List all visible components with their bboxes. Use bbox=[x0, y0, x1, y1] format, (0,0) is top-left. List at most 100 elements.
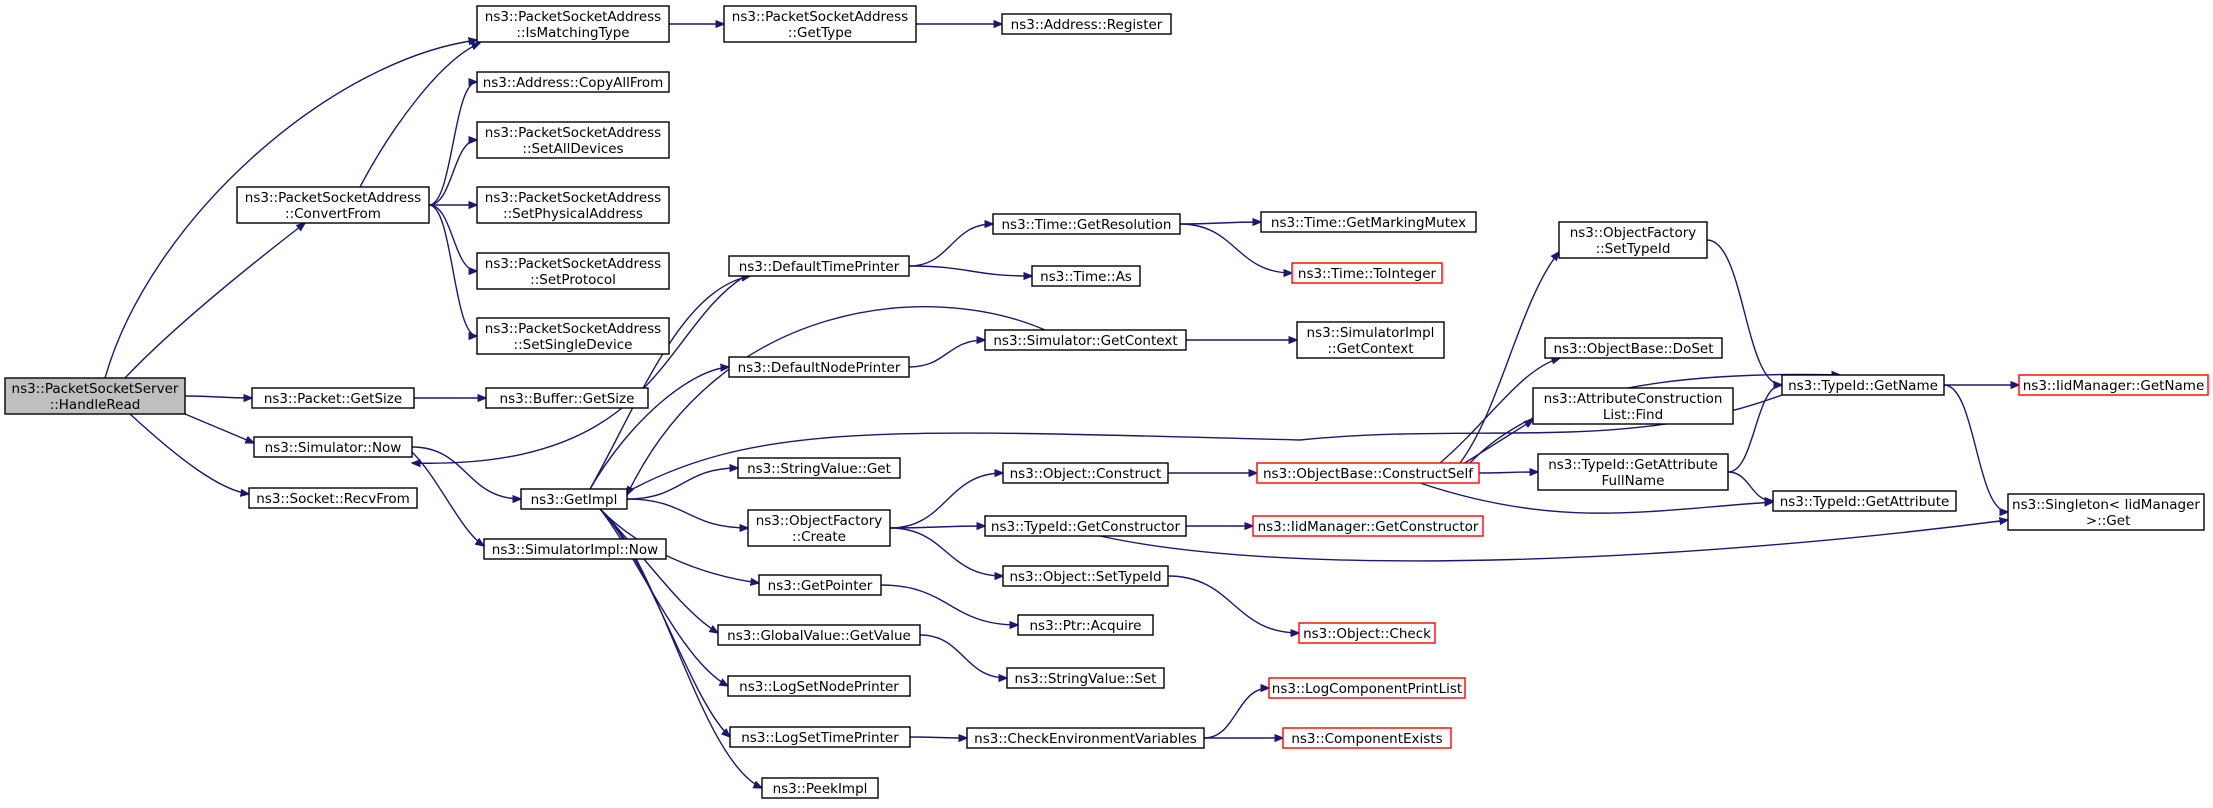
node-label: ns3::DefaultNodePrinter bbox=[738, 360, 901, 376]
node-box bbox=[1268, 677, 1466, 699]
node-objfactory-create[interactable]: ns3::ObjectFactory::Create bbox=[747, 509, 891, 547]
edge-handleread-to-packet-getsize bbox=[184, 396, 252, 398]
node-box bbox=[966, 727, 1205, 749]
node-sim-now[interactable]: ns3::Simulator::Now bbox=[253, 436, 413, 458]
node-setphysicaladdress[interactable]: ns3::PacketSocketAddress::SetPhysicalAdd… bbox=[476, 186, 670, 224]
node-logsettimeprinter[interactable]: ns3::LogSetTimePrinter bbox=[729, 726, 911, 748]
node-box bbox=[1291, 262, 1443, 284]
node-object-construct[interactable]: ns3::Object::Construct bbox=[1002, 462, 1169, 484]
node-objfactory-settypeid[interactable]: ns3::ObjectFactory::SetTypeId bbox=[1558, 221, 1708, 259]
node-psa-gettype[interactable]: ns3::PacketSocketAddress::GetType bbox=[723, 5, 917, 43]
node-singleton-get[interactable]: ns3::Singleton< IidManager >::Get bbox=[2007, 493, 2205, 531]
node-box bbox=[747, 509, 891, 547]
node-setalldevices[interactable]: ns3::PacketSocketAddress::SetAllDevices bbox=[476, 121, 670, 159]
edge-objbase-constructself-to-objbase-doset bbox=[1439, 358, 1560, 464]
node-defaultnodeprinter[interactable]: ns3::DefaultNodePrinter bbox=[728, 356, 910, 378]
node-label: ns3::PacketSocketAddress bbox=[485, 9, 661, 25]
node-box bbox=[1537, 453, 1729, 491]
edge-getimpl-to-defaulttimeprinter bbox=[589, 276, 750, 490]
node-box bbox=[476, 5, 670, 43]
edge-objfactory-create-to-object-settypeid bbox=[889, 527, 1003, 576]
node-time-getmarkingmutex[interactable]: ns3::Time::GetMarkingMutex bbox=[1260, 211, 1477, 233]
edge-object-settypeid-to-object-check bbox=[1167, 575, 1299, 633]
node-time-getresolution[interactable]: ns3::Time::GetResolution bbox=[992, 213, 1181, 235]
node-ptr-acquire[interactable]: ns3::Ptr::Acquire bbox=[1017, 614, 1154, 636]
node-label: ::GetType bbox=[788, 25, 852, 41]
node-buffer-getsize[interactable]: ns3::Buffer::GetSize bbox=[485, 387, 649, 409]
node-typeid-getname[interactable]: ns3::TypeId::GetName bbox=[1781, 374, 1945, 396]
node-simimpl-now[interactable]: ns3::SimulatorImpl::Now bbox=[483, 538, 667, 560]
node-stringvalue-get[interactable]: ns3::StringValue::Get bbox=[737, 457, 901, 479]
node-label: ns3::Time::GetMarkingMutex bbox=[1271, 215, 1466, 231]
node-simimpl-getcontext[interactable]: ns3::SimulatorImpl::GetContext bbox=[1296, 321, 1445, 359]
node-label: ns3::StringValue::Get bbox=[747, 461, 891, 477]
node-getimpl[interactable]: ns3::GetImpl bbox=[520, 488, 628, 510]
node-objbase-constructself[interactable]: ns3::ObjectBase::ConstructSelf bbox=[1256, 462, 1480, 484]
edge-defaulttimeprinter-to-time-getresolution bbox=[908, 224, 993, 267]
node-box bbox=[1017, 614, 1154, 636]
edge-defaultnodeprinter-to-sim-getcontext bbox=[908, 340, 985, 368]
node-logcomponentprintlist[interactable]: ns3::LogComponentPrintList bbox=[1268, 677, 1466, 699]
node-getpointer[interactable]: ns3::GetPointer bbox=[758, 574, 882, 596]
node-label: ns3::SimulatorImpl::Now bbox=[492, 542, 658, 558]
node-label: ns3::Ptr::Acquire bbox=[1030, 618, 1142, 634]
node-logsetnodeprinter[interactable]: ns3::LogSetNodePrinter bbox=[727, 675, 911, 697]
node-globalvalue-getvalue[interactable]: ns3::GlobalValue::GetValue bbox=[717, 624, 921, 646]
edge-getimpl-to-stringvalue-get bbox=[626, 468, 738, 500]
edge-globalvalue-getvalue-to-stringvalue-set bbox=[919, 634, 1007, 678]
node-addr-register[interactable]: ns3::Address::Register bbox=[1001, 13, 1172, 35]
node-box bbox=[476, 121, 670, 159]
node-socket-recvfrom[interactable]: ns3::Socket::RecvFrom bbox=[248, 487, 418, 509]
edge-convertfrom-to-copyallfrom bbox=[428, 82, 477, 206]
node-typeid-getconstructor[interactable]: ns3::TypeId::GetConstructor bbox=[984, 515, 1187, 537]
edge-getimpl-to-globalvalue-getvalue bbox=[599, 508, 718, 633]
node-label: ns3::LogSetTimePrinter bbox=[741, 730, 899, 746]
edge-objbase-constructself-to-attrconstrlist-find bbox=[1459, 420, 1533, 467]
node-label: ns3::Address::CopyAllFrom bbox=[483, 75, 664, 91]
node-box bbox=[1002, 565, 1169, 587]
node-setsingledevice[interactable]: ns3::PacketSocketAddress::SetSingleDevic… bbox=[476, 317, 670, 355]
node-defaulttimeprinter[interactable]: ns3::DefaultTimePrinter bbox=[728, 255, 910, 277]
edge-time-getresolution-to-time-getmarkingmutex bbox=[1179, 222, 1261, 224]
node-box bbox=[251, 387, 415, 409]
node-label: >::Get bbox=[2082, 513, 2131, 529]
node-time-as[interactable]: ns3::Time::As bbox=[1031, 265, 1141, 287]
node-box bbox=[1544, 337, 1723, 359]
node-box bbox=[2018, 374, 2209, 396]
node-convertfrom[interactable]: ns3::PacketSocketAddress::ConvertFrom bbox=[236, 186, 430, 224]
node-object-settypeid[interactable]: ns3::Object::SetTypeId bbox=[1002, 565, 1169, 587]
node-iidmgr-getname[interactable]: ns3::IidManager::GetName bbox=[2018, 374, 2209, 396]
node-box bbox=[483, 538, 667, 560]
node-copyallfrom[interactable]: ns3::Address::CopyAllFrom bbox=[476, 71, 670, 93]
node-label: ns3::Simulator::GetContext bbox=[993, 333, 1177, 349]
node-sim-getcontext[interactable]: ns3::Simulator::GetContext bbox=[984, 329, 1187, 351]
node-box bbox=[1031, 265, 1141, 287]
node-iidmgr-getconstructor[interactable]: ns3::IidManager::GetConstructor bbox=[1252, 515, 1484, 537]
edge-typeid-getname-to-singleton-get bbox=[1943, 384, 2008, 512]
node-label: ns3::GetPointer bbox=[768, 578, 873, 594]
node-setprotocol[interactable]: ns3::PacketSocketAddress::SetProtocol bbox=[476, 252, 670, 290]
node-box bbox=[1558, 221, 1708, 259]
node-label: ns3::Time::ToInteger bbox=[1298, 266, 1437, 282]
node-peekimpl[interactable]: ns3::PeekImpl bbox=[761, 777, 879, 799]
node-object-check[interactable]: ns3::Object::Check bbox=[1298, 622, 1436, 644]
node-checkenvvars[interactable]: ns3::CheckEnvironmentVariables bbox=[966, 727, 1205, 749]
node-componentexists[interactable]: ns3::ComponentExists bbox=[1282, 727, 1452, 749]
node-ismatchingtype[interactable]: ns3::PacketSocketAddress::IsMatchingType bbox=[476, 5, 670, 43]
node-handleread[interactable]: ns3::PacketSocketServer::HandleRead bbox=[4, 377, 186, 415]
node-label: ns3::TypeId::GetAttribute bbox=[1548, 457, 1718, 473]
node-objbase-doset[interactable]: ns3::ObjectBase::DoSet bbox=[1544, 337, 1723, 359]
node-box bbox=[1296, 321, 1445, 359]
node-stringvalue-set[interactable]: ns3::StringValue::Set bbox=[1006, 667, 1165, 689]
node-box bbox=[1298, 622, 1436, 644]
edge-handleread-to-sim-now bbox=[184, 413, 254, 444]
node-typeid-getattribute[interactable]: ns3::TypeId::GetAttribute bbox=[1772, 490, 1957, 512]
node-label: ns3::LogComponentPrintList bbox=[1272, 681, 1462, 697]
edge-logsettimeprinter-to-checkenvvars bbox=[909, 737, 967, 738]
node-label: ns3::LogSetNodePrinter bbox=[739, 679, 899, 695]
node-packet-getsize[interactable]: ns3::Packet::GetSize bbox=[251, 387, 415, 409]
node-label: ::HandleRead bbox=[50, 397, 141, 413]
node-time-tointeger[interactable]: ns3::Time::ToInteger bbox=[1291, 262, 1443, 284]
